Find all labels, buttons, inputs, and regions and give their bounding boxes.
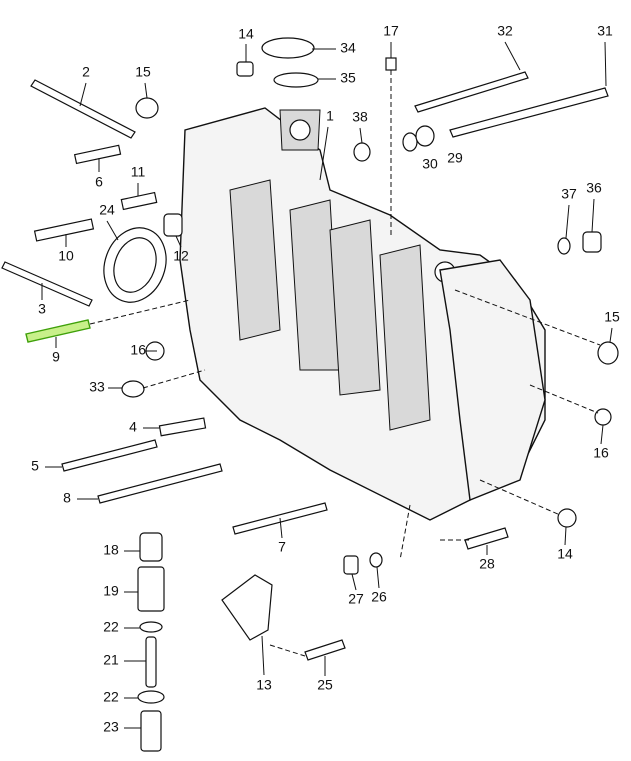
label-37[interactable]: 37 [561,186,577,202]
label-22-lower[interactable]: 22 [103,689,119,705]
part-12[interactable] [163,213,183,237]
label-30[interactable]: 30 [422,156,438,172]
label-28[interactable]: 28 [479,556,495,572]
part-15-right[interactable] [597,341,619,365]
label-22[interactable]: 22 [103,619,119,635]
label-12[interactable]: 12 [173,248,189,264]
part-22[interactable] [139,621,163,633]
label-7[interactable]: 7 [278,539,286,555]
label-16-right[interactable]: 16 [593,445,609,461]
label-6[interactable]: 6 [95,174,103,190]
label-38[interactable]: 38 [352,109,368,125]
part-18[interactable] [139,532,163,562]
label-4[interactable]: 4 [129,419,137,435]
label-18[interactable]: 18 [103,542,119,558]
part-5[interactable] [61,439,158,472]
leader-lines [41,41,613,729]
label-14-right[interactable]: 14 [557,546,573,562]
part-14-top[interactable] [236,61,254,77]
label-1[interactable]: 1 [326,108,334,124]
part-35[interactable] [273,72,319,88]
part-26[interactable] [369,552,383,568]
label-32[interactable]: 32 [497,23,513,39]
part-16-right[interactable] [594,408,612,426]
part-22-lower[interactable] [137,690,165,704]
part-33[interactable] [121,380,145,398]
part-2[interactable] [30,79,136,139]
label-23[interactable]: 23 [103,719,119,735]
part-3[interactable] [1,261,93,307]
part-8[interactable] [97,463,223,504]
label-8[interactable]: 8 [63,490,71,506]
label-26[interactable]: 26 [371,589,387,605]
label-17[interactable]: 17 [383,23,399,39]
label-29[interactable]: 29 [447,150,463,166]
part-29[interactable] [415,125,435,147]
label-16[interactable]: 16 [130,342,146,358]
part-36[interactable] [582,231,602,253]
callout-labels: 14 34 35 17 32 31 2 15 1 38 30 29 6 11 2… [31,23,620,735]
part-28[interactable] [464,527,509,550]
part-14-right[interactable] [557,508,577,528]
label-9[interactable]: 9 [52,349,60,365]
label-31[interactable]: 31 [597,23,613,39]
label-5[interactable]: 5 [31,458,39,474]
label-24[interactable]: 24 [99,202,115,218]
part-31[interactable] [449,87,609,138]
label-36[interactable]: 36 [586,180,602,196]
label-27[interactable]: 27 [348,591,364,607]
part-6[interactable] [73,144,122,165]
crankcase[interactable] [179,107,546,521]
label-34[interactable]: 34 [340,40,356,56]
label-19[interactable]: 19 [103,583,119,599]
label-21[interactable]: 21 [103,652,119,668]
part-9-highlighted[interactable] [25,319,91,343]
part-25[interactable] [304,639,346,661]
part-15[interactable] [135,97,159,119]
part-11[interactable] [120,191,158,211]
part-32[interactable] [414,71,529,113]
label-13[interactable]: 13 [256,677,272,693]
part-37[interactable] [557,237,571,255]
part-30[interactable] [402,132,418,152]
part-34[interactable] [261,37,315,59]
part-10[interactable] [33,218,95,242]
label-15[interactable]: 15 [135,64,151,80]
label-35[interactable]: 35 [340,70,356,86]
part-19[interactable] [137,566,165,612]
label-14[interactable]: 14 [238,26,254,42]
label-11[interactable]: 11 [131,164,146,180]
part-27[interactable] [343,555,359,575]
part-21[interactable] [145,636,157,688]
part-17[interactable] [385,57,397,71]
part-23[interactable] [140,710,162,752]
label-15-right[interactable]: 15 [604,309,620,325]
part-13[interactable] [221,574,273,641]
label-2[interactable]: 2 [82,64,90,80]
part-4[interactable] [158,417,207,437]
label-3[interactable]: 3 [38,301,46,317]
part-38[interactable] [353,142,371,162]
label-25[interactable]: 25 [317,677,333,693]
label-10[interactable]: 10 [58,248,74,264]
label-33[interactable]: 33 [89,379,105,395]
